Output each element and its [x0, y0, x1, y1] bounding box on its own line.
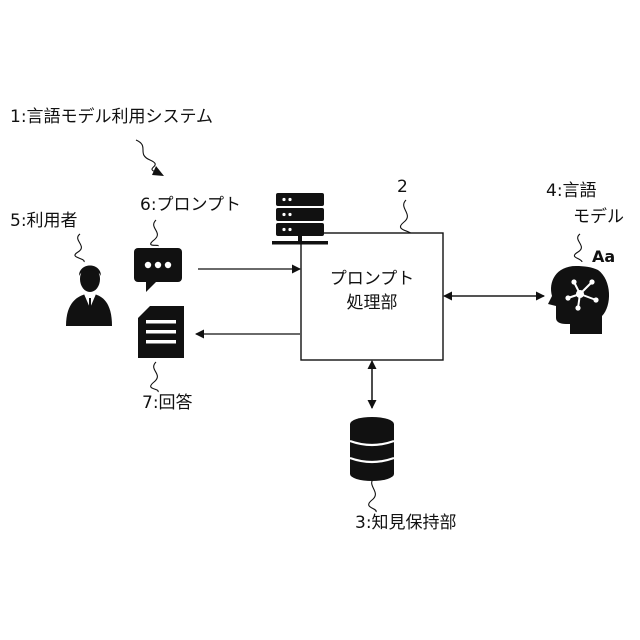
answer-label: 7:回答	[142, 394, 193, 414]
leader-knowledge	[369, 478, 376, 512]
processor-label-line2: 処理部	[301, 294, 443, 314]
prompt-label: 6:プロンプト	[140, 196, 241, 216]
knowledge-label: 3:知見保持部	[355, 514, 457, 534]
chat-bubble-icon	[134, 248, 182, 292]
leader-processor	[400, 200, 412, 234]
model-label-line1: 4:言語	[546, 182, 597, 202]
leader-prompt	[151, 220, 158, 246]
ai-head-icon	[548, 266, 609, 334]
user-label: 5:利用者	[10, 212, 78, 232]
model-label-line2: モデル	[573, 208, 624, 228]
leader-model	[574, 234, 582, 262]
system-label: 1:言語モデル利用システム	[10, 108, 213, 128]
processor-ref-number: 2	[397, 178, 408, 198]
model-badge: Aa	[592, 248, 615, 266]
leader-answer	[151, 362, 158, 392]
leader-user	[75, 234, 84, 262]
user-icon	[66, 266, 112, 327]
document-icon	[138, 306, 184, 358]
processor-label-line1: プロンプト	[301, 270, 443, 290]
system-leader-arrowhead	[152, 166, 164, 176]
database-icon	[350, 417, 394, 481]
leader-system	[136, 140, 156, 172]
